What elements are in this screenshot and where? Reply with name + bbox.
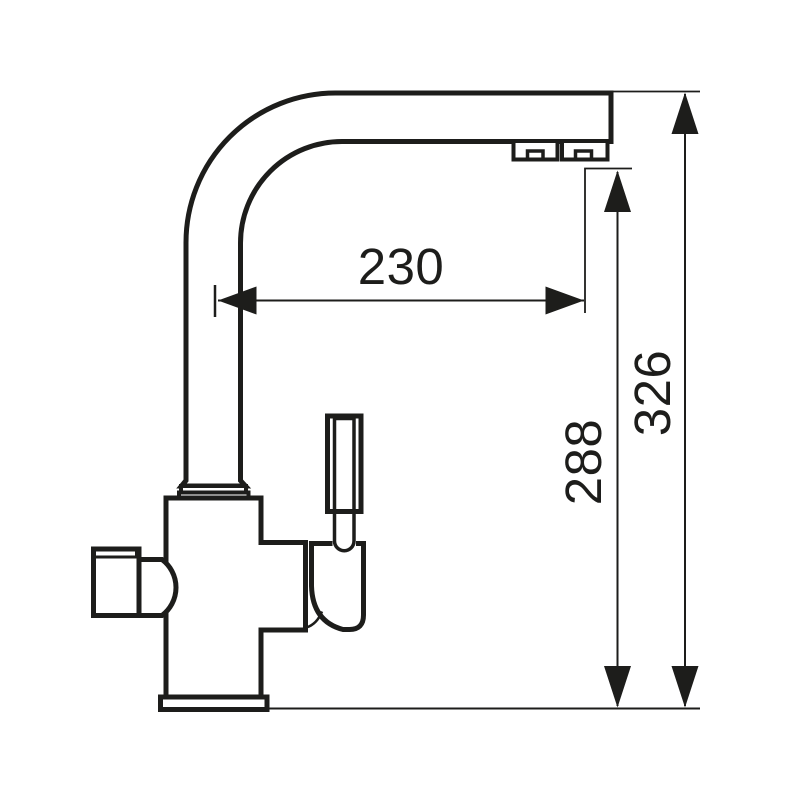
faucet-body	[163, 495, 308, 700]
dim-288-arrow-up	[604, 170, 631, 212]
handle-base-housing	[309, 541, 366, 632]
aerator-left-insert	[525, 149, 545, 159]
dim-288-arrow-down	[604, 666, 631, 708]
dim-230-extension-line	[584, 167, 632, 313]
dim-326-arrow-up	[671, 92, 699, 134]
aerator-right-insert	[573, 149, 594, 159]
lever-handle-sleeve	[325, 413, 364, 514]
side-valve-knob	[91, 546, 142, 618]
base-flange	[158, 694, 270, 712]
side-valve-knob-cap-line	[96, 551, 138, 559]
spout-and-riser-pipe	[183, 90, 614, 481]
dimension-326	[613, 90, 700, 708]
lever-handle-rod	[332, 416, 356, 553]
dim-230-arrow-left	[218, 286, 257, 315]
dim-label-outlet-height: 288	[555, 418, 612, 506]
dim-label-overall-height: 326	[624, 349, 681, 437]
faucet-outline	[91, 90, 614, 712]
dim-label-spout-reach: 230	[357, 238, 445, 295]
dimension-230	[213, 167, 632, 317]
dimension-288	[604, 170, 631, 708]
dim-230-arrow-right	[545, 286, 584, 315]
handle-base-housing-arc	[306, 611, 324, 629]
side-valve-connector	[139, 557, 179, 618]
dimension-linework	[213, 90, 700, 710]
dim-326-arrow-down	[671, 666, 699, 708]
